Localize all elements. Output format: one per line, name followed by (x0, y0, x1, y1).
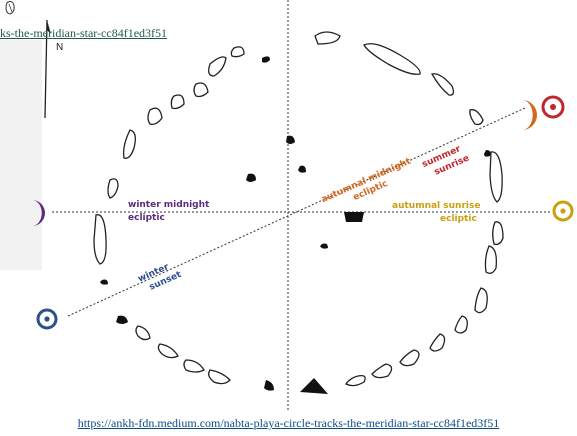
stone-outline (208, 56, 227, 77)
stone-dark (262, 56, 270, 63)
summer-moon-crescent-icon (522, 100, 537, 130)
stone-outline (107, 178, 119, 199)
stone-outline (454, 315, 468, 334)
stone-outline (147, 107, 163, 126)
stone-dark (100, 279, 108, 285)
stone-dark (320, 243, 328, 249)
stone-outline (363, 43, 421, 75)
stone-outline (399, 349, 420, 367)
stone-outline (183, 359, 205, 373)
top-source-link[interactable]: ks-the-meridian-star-cc84f1ed3f51 (0, 26, 168, 40)
stone-outline (170, 94, 185, 110)
stone-outline (93, 214, 107, 265)
stone-outline (484, 245, 497, 274)
artifact-icon (5, 1, 15, 15)
autumnal-sunrise-ecliptic-label: ecliptic (440, 214, 477, 224)
stone-dark (344, 212, 364, 222)
stone-outline (208, 369, 231, 385)
stone-outline (469, 109, 484, 126)
stone-outline (157, 343, 179, 359)
winter-midnight-label: winter midnight (128, 200, 210, 210)
stone-dark (484, 150, 491, 157)
stone-dark (286, 135, 295, 144)
north-label: N (56, 42, 63, 53)
stone-dark (264, 380, 274, 391)
stone-outline (122, 129, 136, 159)
dark-stones (100, 56, 491, 394)
stone-outline (135, 325, 151, 341)
stone-outline (429, 333, 446, 352)
source-link[interactable]: https://ankh-fdn.medium.com/nabta-playa-… (77, 416, 500, 430)
stone-ring (93, 31, 504, 387)
stone-outline (474, 287, 488, 314)
stone-outline (431, 73, 455, 96)
stone-dark (246, 173, 256, 182)
stone-outline (314, 31, 341, 45)
stone-outline (193, 82, 209, 98)
stone-dark (116, 315, 128, 324)
winter-sun-icon (36, 308, 58, 330)
stone-outline (230, 46, 245, 58)
winter-moon-crescent-icon (32, 200, 45, 226)
summer-sun-icon (541, 95, 565, 119)
stone-outline (492, 221, 504, 246)
north-arrow: N (44, 19, 63, 119)
autumnal-sunrise-label: autumnal sunrise (392, 201, 480, 211)
winter-midnight-ecliptic-label: ecliptic (128, 213, 165, 223)
stone-dark (300, 378, 328, 394)
stone-dark (298, 165, 306, 173)
stone-outline (345, 374, 366, 387)
stone-outline (371, 363, 393, 379)
stone-outline (489, 151, 503, 203)
left-gray-panel (0, 40, 42, 270)
autumnal-sun-icon (552, 200, 574, 222)
